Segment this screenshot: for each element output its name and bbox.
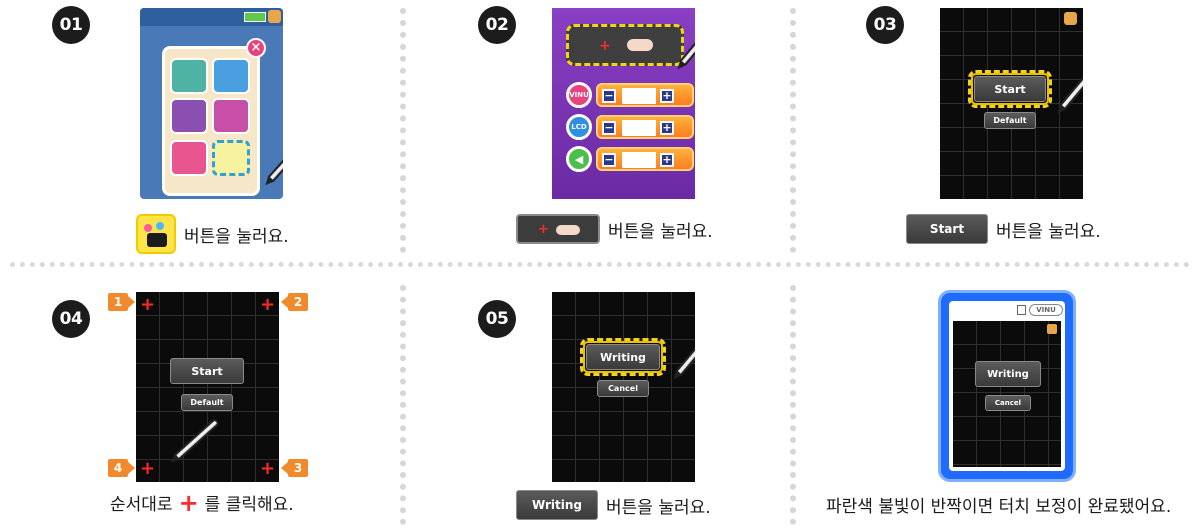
volume-stepper[interactable]: − + (596, 147, 694, 171)
caption-text: 버튼을 눌러요. (606, 497, 711, 518)
brand-logo: VINU (1029, 304, 1063, 316)
value-field (622, 152, 656, 168)
start-button[interactable]: Start (974, 76, 1046, 102)
app-icon (1047, 324, 1057, 334)
highlight-frame (968, 70, 1052, 108)
writing-button[interactable]: Writing (586, 344, 660, 370)
cross-icon: + (538, 222, 549, 237)
step2-screenshot: + VINU − + LCD − + ◀ (552, 8, 695, 199)
calibration-tool-icon[interactable] (212, 140, 250, 176)
step-number: 02 (478, 6, 516, 44)
calibration-button[interactable]: + (566, 24, 684, 66)
divider-vertical (400, 285, 406, 525)
vinu-label: VINU (569, 91, 589, 99)
caption-text: 버튼을 눌러요. (184, 226, 289, 247)
cross-marker[interactable]: + (260, 458, 276, 479)
palette-tool-icon[interactable] (212, 58, 250, 94)
cross-marker[interactable]: + (140, 294, 156, 315)
speaker-icon[interactable]: ◀ (566, 146, 592, 172)
minus-button[interactable]: − (602, 89, 616, 103)
lcd-setting-row: LCD − + (566, 114, 694, 140)
volume-setting-row: ◀ − + (566, 146, 694, 172)
lcd-label: LCD (571, 123, 587, 131)
writing-button[interactable]: Writing (975, 361, 1041, 387)
step4-caption: 순서대로 + 를 클릭해요. (110, 488, 294, 517)
writing-button-icon: Writing (516, 490, 598, 520)
default-button[interactable]: Default (181, 394, 233, 411)
step1-caption: 버튼을 눌러요. (136, 214, 289, 254)
step1-screenshot: × (140, 8, 283, 199)
step4-screenshot: + + + + Start Default (136, 292, 279, 482)
caption-text: 버튼을 눌러요. (608, 221, 713, 242)
final-screenshot: VINU Writing Cancel (938, 290, 1076, 482)
home-icon (1017, 305, 1026, 315)
calibration-tool-icon (136, 214, 176, 254)
step5-caption: Writing 버튼을 눌러요. (516, 490, 711, 520)
cross-marker[interactable]: + (260, 294, 276, 315)
hand-icon (556, 225, 580, 235)
caption-text: 파란색 불빛이 반짝이면 터치 보정이 완료됐어요. (826, 497, 1172, 517)
step-number: 03 (866, 6, 904, 44)
lcd-icon[interactable]: LCD (566, 114, 592, 140)
divider-vertical (790, 8, 796, 253)
stylus-pen-icon (674, 328, 695, 377)
step3-screenshot: Start Default (940, 8, 1083, 199)
minus-button[interactable]: − (602, 153, 616, 167)
device-screen: Writing Cancel (953, 321, 1061, 467)
plus-button[interactable]: + (660, 121, 674, 135)
start-button-icon: Start (906, 214, 988, 244)
cross-marker[interactable]: + (140, 458, 156, 479)
lcd-stepper[interactable]: − + (596, 115, 694, 139)
step-number: 01 (52, 6, 90, 44)
vinu-stepper[interactable]: − + (596, 83, 694, 107)
cancel-button[interactable]: Cancel (985, 395, 1031, 411)
caption-text: 버튼을 눌러요. (996, 221, 1101, 242)
battery-icon (244, 12, 266, 22)
stylus-pen-icon (173, 417, 221, 461)
camera-tool-icon[interactable] (170, 140, 208, 176)
step2-caption: + 버튼을 눌러요. (516, 214, 713, 244)
step-number: 04 (52, 300, 90, 338)
value-field (622, 88, 656, 104)
step3-caption: Start 버튼을 눌러요. (906, 214, 1101, 244)
vinu-power-icon[interactable]: VINU (566, 82, 592, 108)
vinu-setting-row: VINU − + (566, 82, 694, 108)
cancel-button[interactable]: Cancel (597, 380, 649, 397)
marker-label-1: 1 (108, 293, 135, 311)
ruler-tool-icon[interactable] (170, 58, 208, 94)
cross-icon: + (178, 488, 199, 517)
minus-button[interactable]: − (602, 121, 616, 135)
divider-vertical (790, 285, 796, 525)
start-button[interactable]: Start (170, 358, 244, 384)
divider-vertical (400, 8, 406, 253)
marker-label-4: 4 (108, 459, 135, 477)
hand-icon (627, 39, 653, 51)
plus-button[interactable]: + (660, 153, 674, 167)
cross-icon: + (599, 38, 611, 54)
app-icon (268, 10, 281, 23)
marker-label-3: 3 (281, 459, 308, 477)
plus-button[interactable]: + (660, 89, 674, 103)
step5-screenshot: Writing Cancel (552, 292, 695, 482)
divider-horizontal (10, 262, 1190, 267)
app-icon (1064, 12, 1077, 25)
calibration-button-icon: + (516, 214, 600, 244)
stylus-pen-icon (1058, 62, 1083, 111)
caption-text-post: 를 클릭해요. (204, 495, 294, 515)
step-number: 05 (478, 300, 516, 338)
value-field (622, 120, 656, 136)
close-icon[interactable]: × (246, 38, 266, 58)
caption-text-pre: 순서대로 (110, 495, 173, 515)
marker-label-2: 2 (281, 293, 308, 311)
touch-tool-icon[interactable] (212, 98, 250, 134)
default-button[interactable]: Default (984, 112, 1036, 129)
pin-tool-icon[interactable] (170, 98, 208, 134)
stylus-pen-icon (267, 135, 283, 183)
final-caption: 파란색 불빛이 반짝이면 터치 보정이 완료됐어요. (826, 492, 1171, 517)
highlight-frame (580, 338, 666, 376)
